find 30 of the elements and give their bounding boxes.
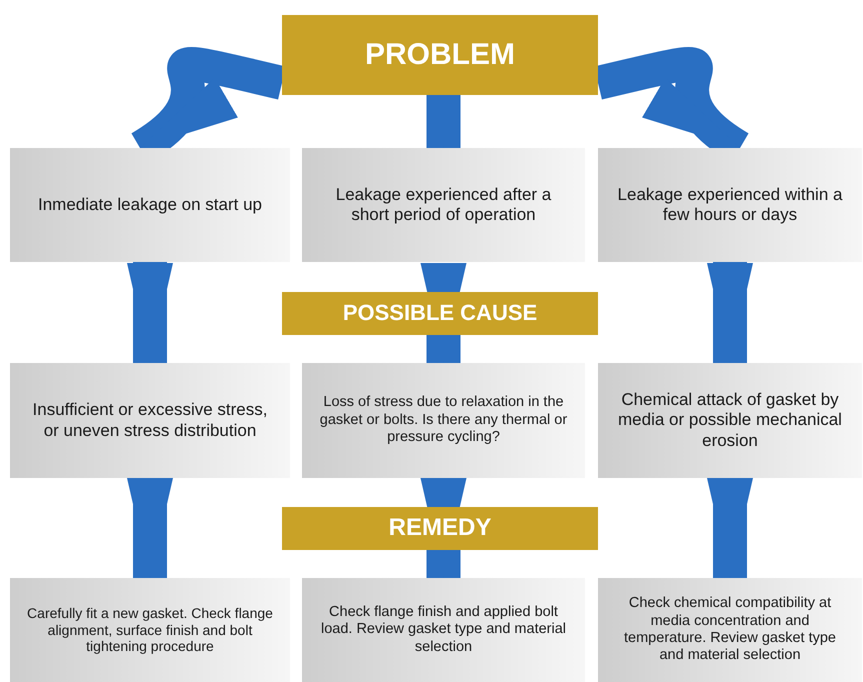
arrow: [127, 262, 173, 363]
box-text: Inmediate leakage on start up: [38, 194, 262, 216]
arrow: [707, 478, 753, 578]
box-text: Insufficient or excessive stress, or uneven stress distribution: [32, 400, 268, 441]
box-text: Leakage experienced after a short period of operation: [334, 184, 552, 226]
heading-text: POSSIBLE CAUSE: [342, 300, 538, 327]
heading-banner: [282, 15, 598, 95]
text-box: [10, 578, 290, 682]
arrow: [127, 478, 173, 578]
text-box: [598, 578, 862, 682]
text-box: [302, 363, 585, 478]
heading-text: PROBLEM: [365, 37, 515, 73]
box-text: Leakage experienced within a few hours or days: [616, 184, 844, 226]
arrow: [707, 262, 753, 363]
box-text: Check chemical compatibility at media concentration and temperature. Review gasket type and material selection: [623, 595, 837, 665]
box-text: Loss of stress due to relaxation in the gasket or bolts. Is there any thermal or pressure cycling?: [318, 394, 568, 447]
box-text: Carefully fit a new gasket. Check flange alignment, surface finish and bolt tightening procedure: [26, 604, 274, 656]
box-text: Check flange finish and applied bolt load. Review gasket type and material selection: [320, 604, 568, 656]
text-box: [302, 148, 585, 262]
heading-banner: [282, 507, 598, 550]
text-box: [302, 578, 585, 682]
heading-banner: [282, 292, 598, 335]
text-box: [10, 363, 290, 478]
text-box: [598, 148, 862, 262]
text-box: [10, 148, 290, 262]
box-text: Chemical attack of gasket by media or possible mechanical erosion: [617, 390, 843, 452]
arrow: [420, 263, 466, 363]
heading-text: REMEDY: [388, 514, 492, 543]
text-box: [598, 363, 862, 478]
arrow: [420, 478, 466, 578]
